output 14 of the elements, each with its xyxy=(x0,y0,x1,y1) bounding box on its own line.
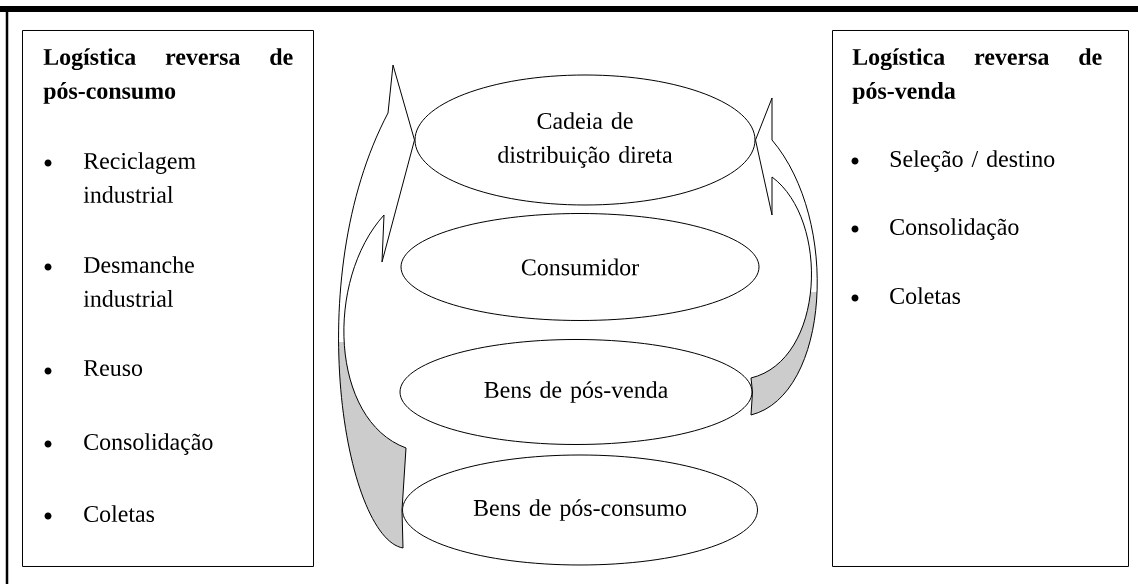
list-item: Coletas xyxy=(44,505,155,522)
list-item: Desmanche industrial xyxy=(44,256,194,307)
curved-block-arrow xyxy=(338,64,415,549)
list-item: Reuso xyxy=(44,360,143,377)
list-item: Reciclagem industrial xyxy=(44,152,196,203)
text-panel xyxy=(832,30,1129,567)
curved-block-arrow xyxy=(750,97,818,416)
list-item: Coletas xyxy=(851,287,961,304)
heading: Logística reversa de pós-consumo xyxy=(43,48,293,104)
list-item: Seleção / destino xyxy=(851,150,1055,172)
list-item: Consolidação xyxy=(44,433,213,455)
heading: Logística reversa de pós-venda xyxy=(852,48,1102,104)
list-item: Consolidação xyxy=(851,218,1019,240)
text-panel xyxy=(22,30,314,567)
